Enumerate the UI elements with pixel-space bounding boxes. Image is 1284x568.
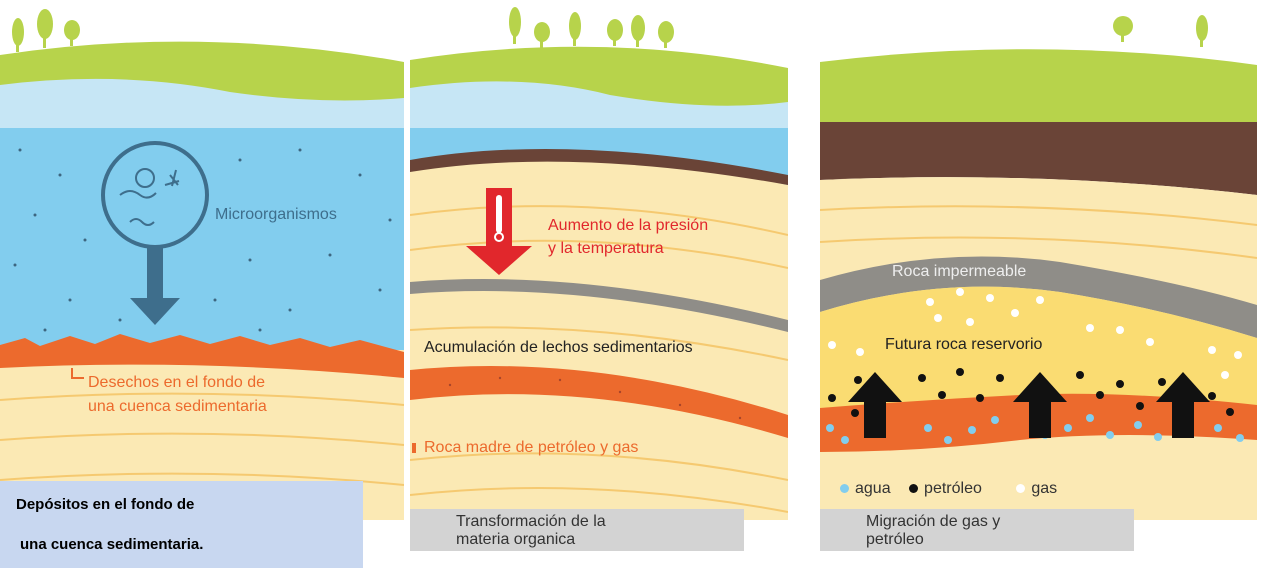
legend-oil: petróleo	[924, 480, 982, 497]
reservoir-rock-band	[820, 286, 1257, 420]
gas-dot-icon	[1016, 484, 1026, 494]
label-accumulation: Acumulación de lechos sedimentarios	[424, 339, 693, 356]
impermeable-rock-band	[820, 256, 1257, 338]
caption-transformation: Transformación de la materia organica	[410, 509, 744, 551]
water-dot-icon	[840, 484, 849, 494]
down-arrow-head	[130, 298, 180, 325]
label-reservoir: Futura roca reservorio	[885, 336, 1043, 353]
up-arrow-icon	[848, 372, 902, 438]
source-rock-band	[410, 366, 788, 438]
label-pressure-line2: y la temperatura	[548, 240, 664, 257]
legend-gas: gas	[1031, 480, 1058, 497]
gray-rock-band	[410, 279, 788, 332]
panel-migration: Roca impermeable Futura roca reservorio …	[820, 0, 1257, 520]
legend: agua petróleo gas	[840, 480, 1057, 498]
panel-transformation-illustration	[410, 0, 788, 520]
up-arrow-icon	[1013, 372, 1067, 438]
panel-deposits-illustration	[0, 0, 404, 520]
label-source-rock: Roca madre de petróleo y gas	[424, 439, 639, 456]
caption-transformation-line2: materia organica	[456, 531, 576, 548]
label-debris-line2: una cuenca sedimentaria	[88, 398, 267, 415]
debris-layer	[0, 334, 404, 378]
panel-migration-illustration	[820, 0, 1257, 520]
caption-deposits-line2: una cuenca sedimentaria.	[20, 536, 204, 553]
down-arrow-stem	[147, 247, 163, 299]
river	[0, 78, 404, 130]
caption-deposits: Depósitos en el fondo de una cuenca sedi…	[0, 481, 363, 568]
dark-sediment-band	[410, 148, 788, 185]
sea-water	[0, 128, 404, 350]
label-pressure-line1: Aumento de la presión	[548, 217, 709, 234]
gas-bubbles	[828, 288, 1242, 379]
label-debris-line1: Desechos en el fondo de	[88, 374, 266, 391]
caption-transformation-line1: Transformación de la	[456, 513, 606, 530]
thermometer-icon	[496, 195, 502, 233]
panel-deposits: Microorganismos Desechos en el fondo de …	[0, 0, 404, 520]
oil-dot-icon	[909, 484, 919, 494]
legend-water: agua	[855, 480, 891, 497]
label-impermeable: Roca impermeable	[892, 263, 1027, 280]
panel-transformation: Aumento de la presión y la temperatura A…	[410, 0, 788, 520]
up-arrow-icon	[1156, 372, 1210, 438]
caption-migration-line1: Migración de gas y	[866, 513, 1001, 530]
dark-soil-layer	[820, 122, 1257, 195]
pressure-arrow-head	[466, 246, 532, 275]
grass-hill	[820, 49, 1257, 125]
river	[410, 81, 788, 130]
caption-deposits-line1: Depósitos en el fondo de	[16, 496, 195, 513]
caption-migration: Migración de gas y petróleo	[820, 509, 1134, 551]
oil-droplets	[828, 368, 1234, 417]
label-microorganisms: Microorganismos	[215, 206, 337, 223]
caption-migration-line2: petróleo	[866, 531, 924, 548]
